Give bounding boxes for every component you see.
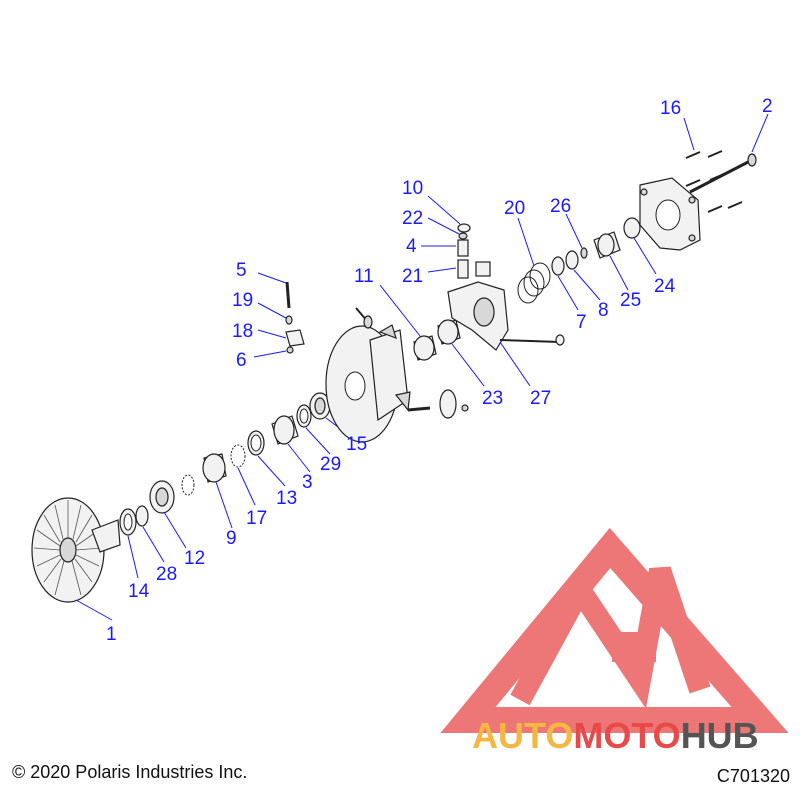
part-8-washer: [565, 250, 601, 301]
part-5-pin: [257, 272, 291, 309]
part-17-ring: [230, 444, 256, 506]
part-10-cap: [427, 195, 471, 233]
part-6-nut: [253, 346, 294, 358]
callout-1: 1: [106, 624, 117, 645]
callout-18: 18: [232, 321, 253, 342]
part-25-bushing: [593, 231, 629, 291]
callout-17: 17: [246, 508, 267, 529]
callout-27: 27: [530, 388, 551, 409]
callout-11: 11: [354, 266, 374, 287]
part-22-washer: [427, 217, 468, 240]
callout-3: 3: [302, 472, 313, 493]
callout-labels: 1 2 3 4 5 6 7 8 9 10 11 12 13 14 15 16 1…: [106, 96, 773, 645]
callout-22: 22: [402, 208, 423, 229]
callout-13: 13: [276, 488, 297, 509]
callout-25: 25: [620, 290, 641, 311]
part-24-bushing: [623, 217, 657, 275]
callout-6: 6: [236, 350, 247, 371]
screw-top: [355, 307, 373, 329]
part-4-roller: [421, 239, 469, 257]
callout-29: 29: [320, 454, 341, 475]
part-11-bushing: [379, 284, 437, 361]
part-26-washer: [565, 213, 588, 259]
callout-28: 28: [156, 564, 177, 585]
part-16-screws: [683, 117, 743, 213]
drawing-code: C701320: [716, 766, 790, 786]
part-27-spider: [447, 261, 565, 387]
callout-20: 20: [504, 198, 525, 219]
part-29-ring: [296, 404, 331, 455]
copyright-text: © 2020 Polaris Industries Inc.: [12, 762, 248, 782]
roller-pin: [407, 389, 469, 419]
callout-24: 24: [654, 276, 676, 297]
callout-16: 16: [660, 98, 681, 119]
callout-19: 19: [232, 290, 253, 311]
part-3-spacer: [271, 415, 311, 473]
moveable-sheave: [325, 324, 411, 443]
part-13-washer: [247, 430, 286, 487]
callout-21: 21: [402, 266, 423, 287]
part-21-roller: [427, 259, 469, 279]
part-28-washer: [135, 505, 165, 563]
part-9-bushing: [202, 453, 233, 529]
snap-ring: [181, 474, 195, 496]
part-20-spring: [517, 217, 551, 304]
callout-10: 10: [402, 178, 423, 199]
part-23-bushing: [437, 319, 485, 387]
watermark-logo: [440, 527, 789, 733]
callout-4: 4: [406, 236, 417, 257]
callout-7: 7: [576, 312, 587, 333]
part-15-bearing: [309, 392, 351, 437]
part-19-washer: [257, 302, 293, 325]
part-1-fixed-sheave: [31, 497, 121, 621]
callout-12: 12: [184, 548, 205, 569]
callout-26: 26: [550, 196, 571, 217]
part-14-spring-ring: [119, 508, 139, 579]
callout-23: 23: [482, 388, 503, 409]
part-2-bolt: [689, 113, 769, 194]
callout-15: 15: [346, 434, 367, 455]
watermark-brand-text: AUTOMOTOHUB: [472, 715, 759, 756]
part-7-washer: [551, 256, 579, 311]
callout-2: 2: [762, 96, 773, 117]
callout-8: 8: [598, 300, 609, 321]
callout-5: 5: [236, 260, 247, 281]
callout-14: 14: [128, 581, 150, 602]
callout-9: 9: [226, 528, 237, 549]
part-18-weight: [257, 329, 305, 347]
part-12-bushing: [149, 480, 187, 549]
cover-plate: [639, 177, 701, 251]
